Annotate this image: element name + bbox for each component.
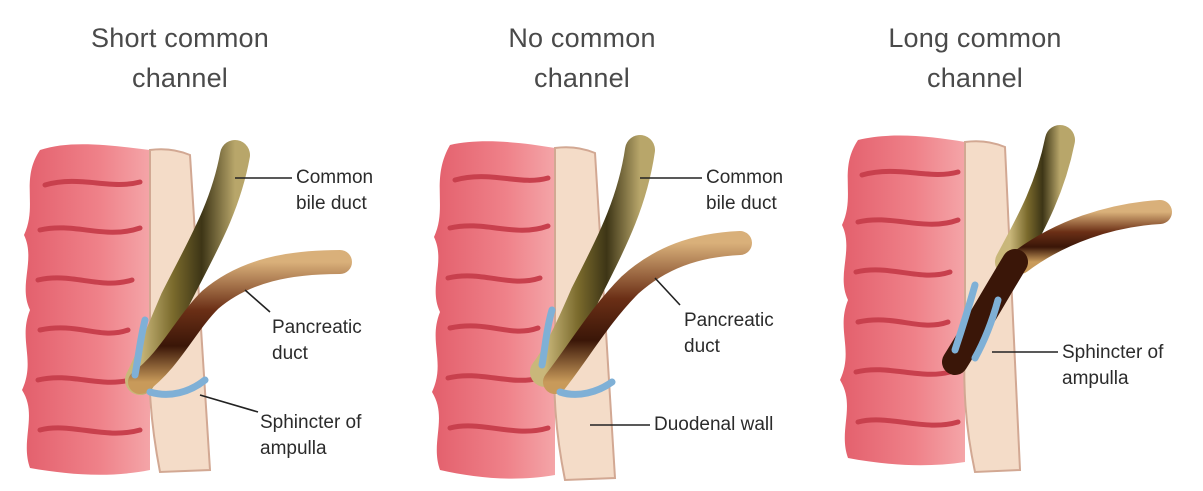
label-line: bile duct: [706, 191, 783, 217]
label-common-bile-duct: Common bile duct: [706, 165, 783, 217]
label-line: Common: [296, 165, 373, 191]
leader-pd-2: [655, 278, 680, 305]
label-line: Pancreatic: [272, 315, 362, 341]
label-sphincter-of-ampulla: Sphincter of ampulla: [260, 410, 361, 462]
panel-1-title: Short common channel: [60, 18, 300, 98]
label-pancreatic-duct: Pancreatic duct: [272, 315, 362, 367]
label-line: Sphincter of: [260, 410, 361, 436]
label-common-bile-duct: Common bile duct: [296, 165, 373, 217]
label-duodenal-wall: Duodenal wall: [654, 412, 773, 438]
label-line: Duodenal wall: [654, 412, 773, 438]
panel-2-title: No common channel: [462, 18, 702, 98]
label-pancreatic-duct: Pancreatic duct: [684, 308, 774, 360]
label-line: ampulla: [1062, 366, 1163, 392]
label-sphincter-of-ampulla: Sphincter of ampulla: [1062, 340, 1163, 392]
leader-sph-1: [200, 395, 258, 412]
label-line: duct: [684, 334, 774, 360]
leader-pd-1: [245, 290, 270, 312]
label-line: duct: [272, 341, 362, 367]
panel-2-title-line2: channel: [462, 58, 702, 98]
panel-long-common-channel: [840, 136, 1160, 472]
panel-1-title-line1: Short common: [60, 18, 300, 58]
duodenum: [840, 136, 965, 466]
panel-2-title-line1: No common: [462, 18, 702, 58]
label-line: ampulla: [260, 436, 361, 462]
panel-3-title-line1: Long common: [855, 18, 1095, 58]
label-line: Sphincter of: [1062, 340, 1163, 366]
label-line: Pancreatic: [684, 308, 774, 334]
label-line: bile duct: [296, 191, 373, 217]
panel-3-title: Long common channel: [855, 18, 1095, 98]
label-line: Common: [706, 165, 783, 191]
panel-3-title-line2: channel: [855, 58, 1095, 98]
panel-1-title-line2: channel: [60, 58, 300, 98]
duodenum: [22, 144, 150, 475]
